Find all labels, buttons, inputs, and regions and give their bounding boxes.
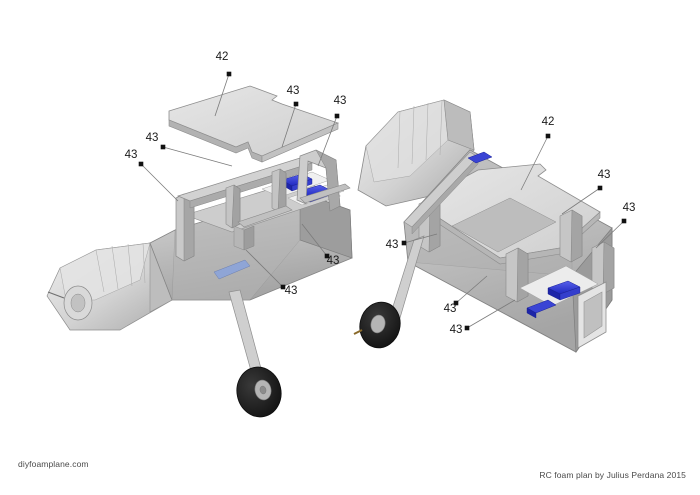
leader-line: [140, 163, 179, 202]
callout-number: 43: [334, 95, 347, 107]
callout-43-right: 43: [444, 275, 488, 315]
landing-gear-right: [353, 235, 425, 349]
callout-43-left: 43: [317, 95, 347, 167]
leader-dot: [334, 113, 340, 119]
leader-line: [301, 223, 328, 257]
leader-dot: [597, 185, 603, 191]
landing-gear-left: [228, 289, 282, 418]
aft-window-frame-right: [577, 281, 607, 349]
former-rib-group-left: [175, 149, 351, 262]
leader-line: [214, 73, 230, 117]
callout-43-left: 43: [245, 249, 298, 297]
callout-43-left: 43: [125, 149, 179, 202]
callout-43-right: 43: [595, 202, 636, 249]
callout-43-right: 43: [561, 169, 611, 215]
leader-line: [455, 275, 488, 304]
callout-layer: 42 43 43 43 43 43 43 42 43 43 43 43 43: [125, 51, 636, 336]
callout-number: 43: [623, 202, 636, 214]
callout-43-left: 43: [301, 223, 340, 267]
callout-number: 43: [327, 255, 340, 267]
callout-number: 43: [598, 169, 611, 181]
leader-line: [317, 115, 338, 167]
callout-number: 43: [386, 239, 399, 251]
leader-line: [595, 220, 625, 249]
callout-number: 43: [146, 132, 159, 144]
leader-dot: [138, 161, 144, 167]
servo-right-nose: [467, 151, 493, 164]
callout-42-right: 42: [520, 116, 555, 191]
callout-number: 42: [216, 51, 229, 63]
leader-line: [281, 103, 297, 148]
author-credit: RC foam plan by Julius Perdana 2015: [539, 470, 686, 480]
servo-right-front: [526, 299, 557, 319]
leader-dot: [464, 325, 470, 331]
callout-number: 43: [287, 85, 300, 97]
leader-line: [466, 299, 516, 329]
leader-dot: [293, 101, 299, 107]
callout-number: 43: [444, 303, 457, 315]
leader-line: [245, 249, 284, 288]
callout-43-left: 43: [281, 85, 300, 148]
callout-number: 43: [285, 285, 298, 297]
leader-dot: [545, 133, 551, 139]
leader-line: [162, 146, 233, 167]
leader-dot: [621, 218, 627, 224]
callout-number: 43: [125, 149, 138, 161]
callout-number: 42: [542, 116, 555, 128]
leader-dot: [226, 71, 232, 77]
deck-plate-42-left: [168, 85, 340, 163]
leader-dot: [453, 300, 459, 306]
view-assembled-fuselage-right: [353, 99, 615, 354]
servo-right-rear: [547, 280, 581, 301]
leader-line: [520, 135, 549, 191]
site-watermark: diyfoamplane.com: [18, 459, 89, 469]
leader-dot: [401, 240, 407, 246]
callout-43-right: 43: [386, 233, 438, 251]
callout-43-left: 43: [146, 132, 233, 167]
callout-43-right: 43: [450, 299, 516, 336]
leader-dot: [324, 253, 330, 259]
view-exploded-assembly-left: [46, 85, 353, 418]
leader-dot: [280, 284, 286, 290]
callout-number: 43: [450, 324, 463, 336]
callout-42-left: 42: [214, 51, 232, 117]
leader-line: [403, 233, 438, 244]
leader-dot: [160, 144, 166, 150]
leader-line: [561, 187, 601, 215]
